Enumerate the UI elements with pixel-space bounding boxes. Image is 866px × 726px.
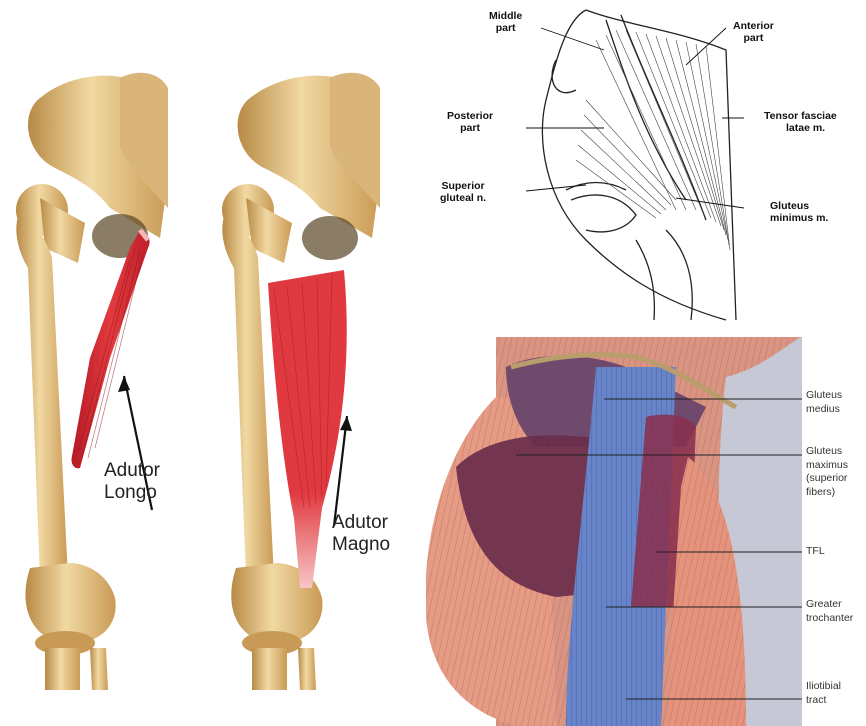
adductor-magnus-illustration — [212, 58, 422, 690]
gluteus-minimus-line-diagram — [526, 0, 744, 325]
hip-muscles-illustration — [426, 337, 802, 726]
adductor-longus-label: Adutor Longo — [104, 460, 160, 504]
label-tfl: TFL — [806, 545, 825, 559]
adductor-longus-illustration — [0, 58, 215, 690]
adductor-magnus-label: Adutor Magno — [332, 512, 390, 556]
